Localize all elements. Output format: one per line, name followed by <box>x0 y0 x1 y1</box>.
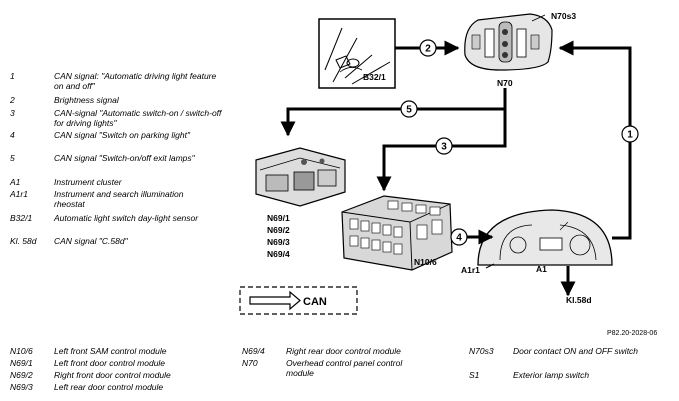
signal-2-number: 2 <box>425 44 431 55</box>
b32-1-sensor-picture <box>318 18 396 89</box>
reference-number: P82.20-2028-06 <box>607 330 658 337</box>
label-n69-4: N69/4 <box>267 249 290 259</box>
label-n10-6: N10/6 <box>414 257 437 267</box>
signal-5-circle <box>400 100 418 118</box>
signal-1-circle <box>621 125 639 143</box>
connection-1-line <box>558 40 632 240</box>
signal-2-circle <box>419 39 437 57</box>
signal-1-number: 1 <box>627 130 633 141</box>
n70-overhead-panel-picture <box>464 13 553 71</box>
a1-instrument-cluster-picture <box>477 209 613 269</box>
signal-3-circle <box>435 137 453 155</box>
signal-3-number: 3 <box>441 142 447 153</box>
label-a1r1: A1r1 <box>461 265 480 275</box>
n10-6-sam-module-picture <box>341 195 453 271</box>
signal-number-badges <box>400 39 639 246</box>
connection-5-line <box>280 88 507 137</box>
can-label: CAN <box>303 296 327 308</box>
label-n69-3: N69/3 <box>267 237 290 247</box>
label-n69-group: N69/1 N69/2 N69/3 N69/4 <box>267 213 290 261</box>
signal-4-circle <box>450 228 468 246</box>
label-a1: A1 <box>536 264 547 274</box>
n69-door-module-picture <box>255 147 346 207</box>
label-kl58d: Kl.58d <box>566 295 592 305</box>
label-n70: N70 <box>497 78 513 88</box>
can-legend-box: CAN <box>239 286 358 315</box>
label-n69-1: N69/1 <box>267 213 290 223</box>
label-b32-1: B32/1 <box>363 72 386 82</box>
signal-4-number: 4 <box>456 233 462 244</box>
signal-5-number: 5 <box>406 105 412 116</box>
label-n69-2: N69/2 <box>267 225 290 235</box>
label-n70s3: N70s3 <box>551 11 577 21</box>
